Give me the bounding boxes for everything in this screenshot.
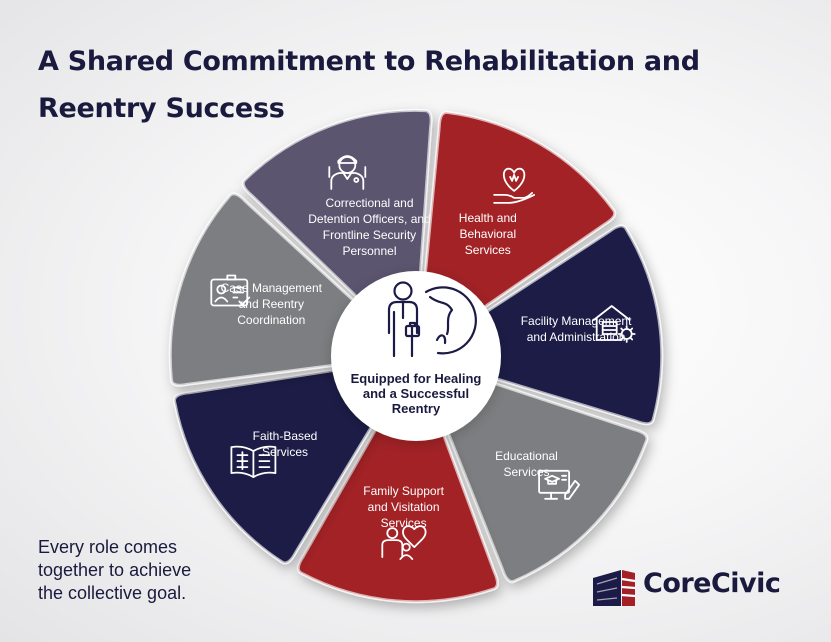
segment-label-line: Services (503, 465, 549, 479)
open-book-icon (230, 445, 277, 479)
segment-label-line: Services (262, 445, 308, 459)
building-gear-icon (592, 305, 636, 343)
center-circle (331, 271, 501, 441)
segment-label-line: Educational (495, 449, 558, 463)
tagline-line: the collective goal. (38, 583, 187, 603)
tagline-line: together to achieve (38, 560, 192, 580)
computer-graduation-icon (538, 469, 580, 500)
heart-hand-icon (493, 167, 536, 204)
segment-label-line: Facility Management (521, 314, 632, 328)
segment-label-line: Case Management (221, 281, 323, 295)
center-label-line-1: Equipped for Healing (351, 371, 482, 386)
segment-label-line: Health and (459, 211, 517, 225)
tagline-line: Every role comes (38, 537, 178, 557)
segment-label-line: Family Support (363, 484, 444, 498)
logo-text: CoreCivic (643, 568, 781, 599)
segment-label-line: Services (465, 243, 511, 257)
segment-label-line: Frontline Security (323, 228, 416, 242)
segment-label-line: Faith-Based (253, 429, 318, 443)
person-globe-icon (387, 281, 477, 358)
id-card-check-icon (210, 274, 251, 307)
segment-label-line: Services (381, 516, 427, 530)
segment-label-line: and Reentry (239, 297, 304, 311)
segment-label-line: Behavioral (459, 227, 516, 241)
segment-label-line: and Visitation (368, 500, 440, 514)
segment-label-line: Detention Officers, and (308, 212, 431, 226)
center-label-line-3: Reentry (392, 401, 441, 416)
page-title: A Shared Commitment to Rehabilitation an… (38, 46, 700, 124)
segment-label-line: Coordination (237, 313, 305, 327)
family-heart-icon (381, 525, 427, 561)
corecivic-logo: CoreCivic (591, 566, 801, 608)
segment-label-line: and Administration (527, 330, 626, 344)
center-hub: Equipped for Healing and a Successful Re… (331, 271, 501, 441)
center-label-line-2: and a Successful (363, 386, 469, 401)
segment-label-line: Correctional and (325, 196, 413, 210)
tagline: Every role comes together to achieve the… (38, 536, 258, 605)
corecivic-flag-icon (593, 570, 636, 606)
officer-icon (328, 155, 367, 190)
wheel-segment-3: Facility Management and Administration (478, 224, 664, 426)
segment-label-line: Personnel (342, 244, 396, 258)
